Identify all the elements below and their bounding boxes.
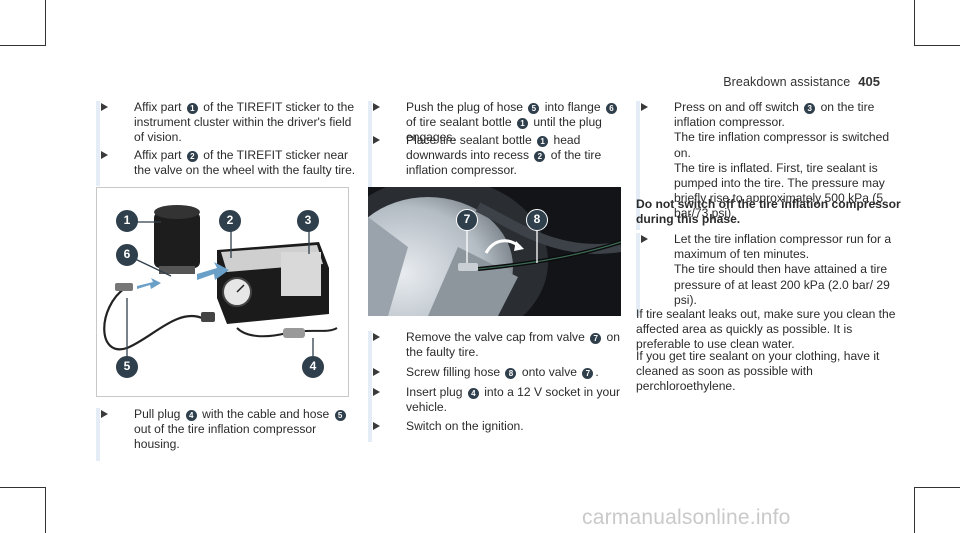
step-arrow-icon xyxy=(101,410,108,418)
figure-callout: 6 xyxy=(116,244,138,266)
step-arrow-icon xyxy=(373,368,380,376)
warning-note: Do not switch off the tire inflation com… xyxy=(636,197,901,227)
crop-mark xyxy=(0,45,46,46)
crop-mark xyxy=(914,0,915,46)
crop-mark xyxy=(45,0,46,46)
figure-callout: 4 xyxy=(302,356,324,378)
instruction-step: Pull plug 4 with the cable and hose 5 ou… xyxy=(96,407,356,461)
instruction-step: Let the tire inflation compressor run fo… xyxy=(636,232,904,317)
crop-mark xyxy=(914,487,915,533)
crop-mark xyxy=(914,45,960,46)
crop-mark xyxy=(0,487,46,488)
callout-badge: 2 xyxy=(534,151,546,163)
step-arrow-icon xyxy=(101,103,108,111)
crop-mark xyxy=(914,487,960,488)
callout-badge: 1 xyxy=(537,136,549,147)
figure-callout: 5 xyxy=(116,356,138,378)
info-paragraph: If tire sealant leaks out, make sure you… xyxy=(636,307,896,352)
figure-callout: 8 xyxy=(526,209,548,231)
info-paragraph: If you get tire sealant on your clothing… xyxy=(636,349,880,394)
callout-badge: 8 xyxy=(505,368,517,379)
step-arrow-icon xyxy=(101,151,108,159)
instruction-step: Push the plug of hose 5 into flange 6 of… xyxy=(368,100,623,154)
callout-badge: 5 xyxy=(528,103,540,114)
page-number: 405 xyxy=(858,74,880,89)
step-arrow-icon xyxy=(373,136,380,144)
tirefit-kit-drawing xyxy=(103,205,338,358)
callout-badge: 7 xyxy=(582,368,594,379)
step-arrow-icon xyxy=(641,103,648,111)
step-arrow-icon xyxy=(373,103,380,111)
callout-badge: 1 xyxy=(186,103,198,114)
callout-badge: 7 xyxy=(590,333,602,344)
callout-badge: 5 xyxy=(334,410,346,421)
page-header: Breakdown assistance 405 xyxy=(723,74,880,89)
step-arrow-icon xyxy=(373,422,380,430)
figure-callout: 7 xyxy=(456,209,478,231)
instruction-step: Place tire sealant bottle 1 head downwar… xyxy=(368,133,623,187)
section-title: Breakdown assistance xyxy=(723,75,851,89)
instruction-step: Affix part 2 of the TIREFIT sticker near… xyxy=(96,148,356,187)
tirefit-kit-illustration: 1 2 3 6 5 4 xyxy=(96,187,349,397)
instruction-step: Switch on the ignition. xyxy=(368,419,623,443)
watermark-text: carmanualsonline.info xyxy=(582,506,791,529)
callout-badge: 4 xyxy=(185,410,197,421)
step-arrow-icon xyxy=(373,333,380,341)
callout-badge: 6 xyxy=(605,103,617,114)
figure-callout: 1 xyxy=(116,210,138,232)
valve-hose-photo: 7 8 xyxy=(368,187,621,316)
step-arrow-icon xyxy=(373,388,380,396)
instruction-step: Affix part 1 of the TIREFIT sticker to t… xyxy=(96,100,356,154)
instruction-step: Press on and off switch 3 on the tire in… xyxy=(636,100,904,230)
figure-callout: 2 xyxy=(219,210,241,232)
step-arrow-icon xyxy=(641,235,648,243)
instruction-step: Remove the valve cap from valve 7 on the… xyxy=(368,330,623,369)
callout-badge: 4 xyxy=(467,388,479,399)
callout-badge: 2 xyxy=(186,151,198,162)
callout-badge: 1 xyxy=(516,118,528,130)
instruction-step: Screw filling hose 8 onto valve 7. xyxy=(368,365,623,389)
callout-badge: 3 xyxy=(804,103,816,114)
valve-hose-drawing xyxy=(368,187,621,316)
instruction-step: Insert plug 4 into a 12 V socket in your… xyxy=(368,385,623,424)
crop-mark xyxy=(45,487,46,533)
figure-callout: 3 xyxy=(297,210,319,232)
